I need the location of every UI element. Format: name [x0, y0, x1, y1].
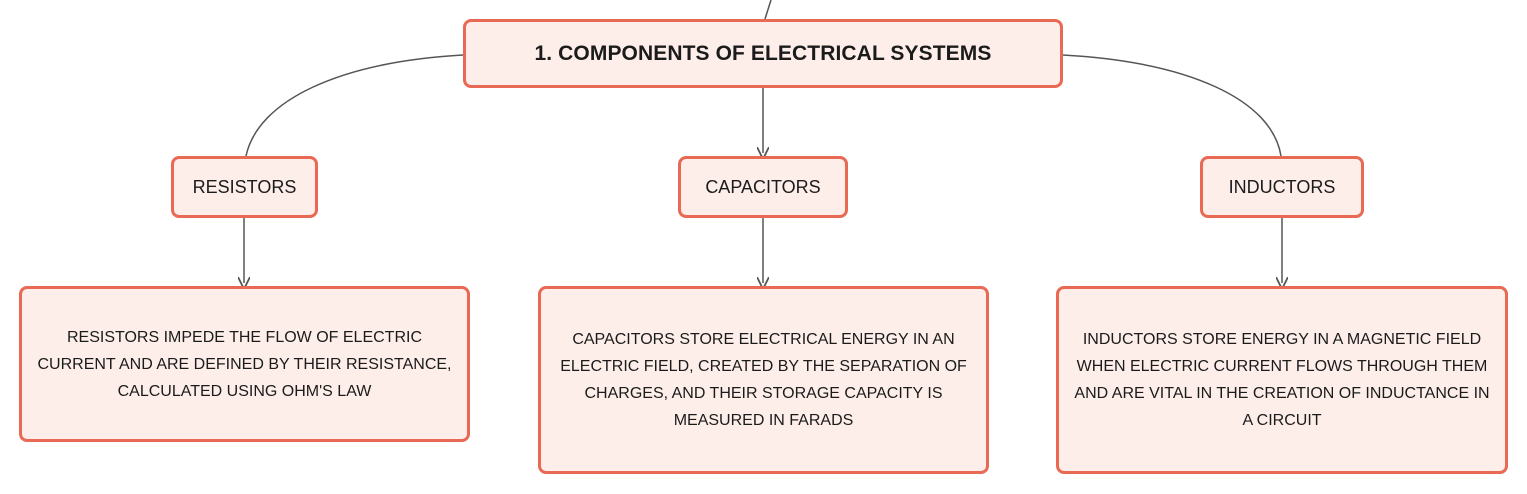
connector-root-to-resistors	[245, 54, 464, 157]
description-node-inductors[interactable]: INDUCTORS STORE ENERGY IN A MAGNETIC FIE…	[1056, 286, 1508, 474]
branch-node-label: INDUCTORS	[1228, 176, 1336, 197]
root-node-label: 1. COMPONENTS OF ELECTRICAL SYSTEMS	[534, 41, 992, 65]
branch-node-inductors[interactable]: INDUCTORS	[1200, 156, 1364, 218]
connector-parent-to-root	[764, 0, 772, 20]
branch-node-capacitors[interactable]: CAPACITORS	[678, 156, 848, 218]
description-text: RESISTORS IMPEDE THE FLOW OF ELECTRIC CU…	[37, 328, 452, 400]
branch-node-label: CAPACITORS	[705, 176, 821, 197]
connector-root-to-inductors	[1062, 54, 1282, 157]
description-text: CAPACITORS STORE ELECTRICAL ENERGY IN AN…	[560, 331, 967, 429]
branch-node-resistors[interactable]: RESISTORS	[171, 156, 318, 218]
description-node-resistors[interactable]: RESISTORS IMPEDE THE FLOW OF ELECTRIC CU…	[19, 286, 470, 442]
branch-node-label: RESISTORS	[192, 176, 297, 197]
description-node-capacitors[interactable]: CAPACITORS STORE ELECTRICAL ENERGY IN AN…	[538, 286, 989, 474]
root-node[interactable]: 1. COMPONENTS OF ELECTRICAL SYSTEMS	[463, 19, 1063, 88]
description-text: INDUCTORS STORE ENERGY IN A MAGNETIC FIE…	[1074, 331, 1490, 429]
